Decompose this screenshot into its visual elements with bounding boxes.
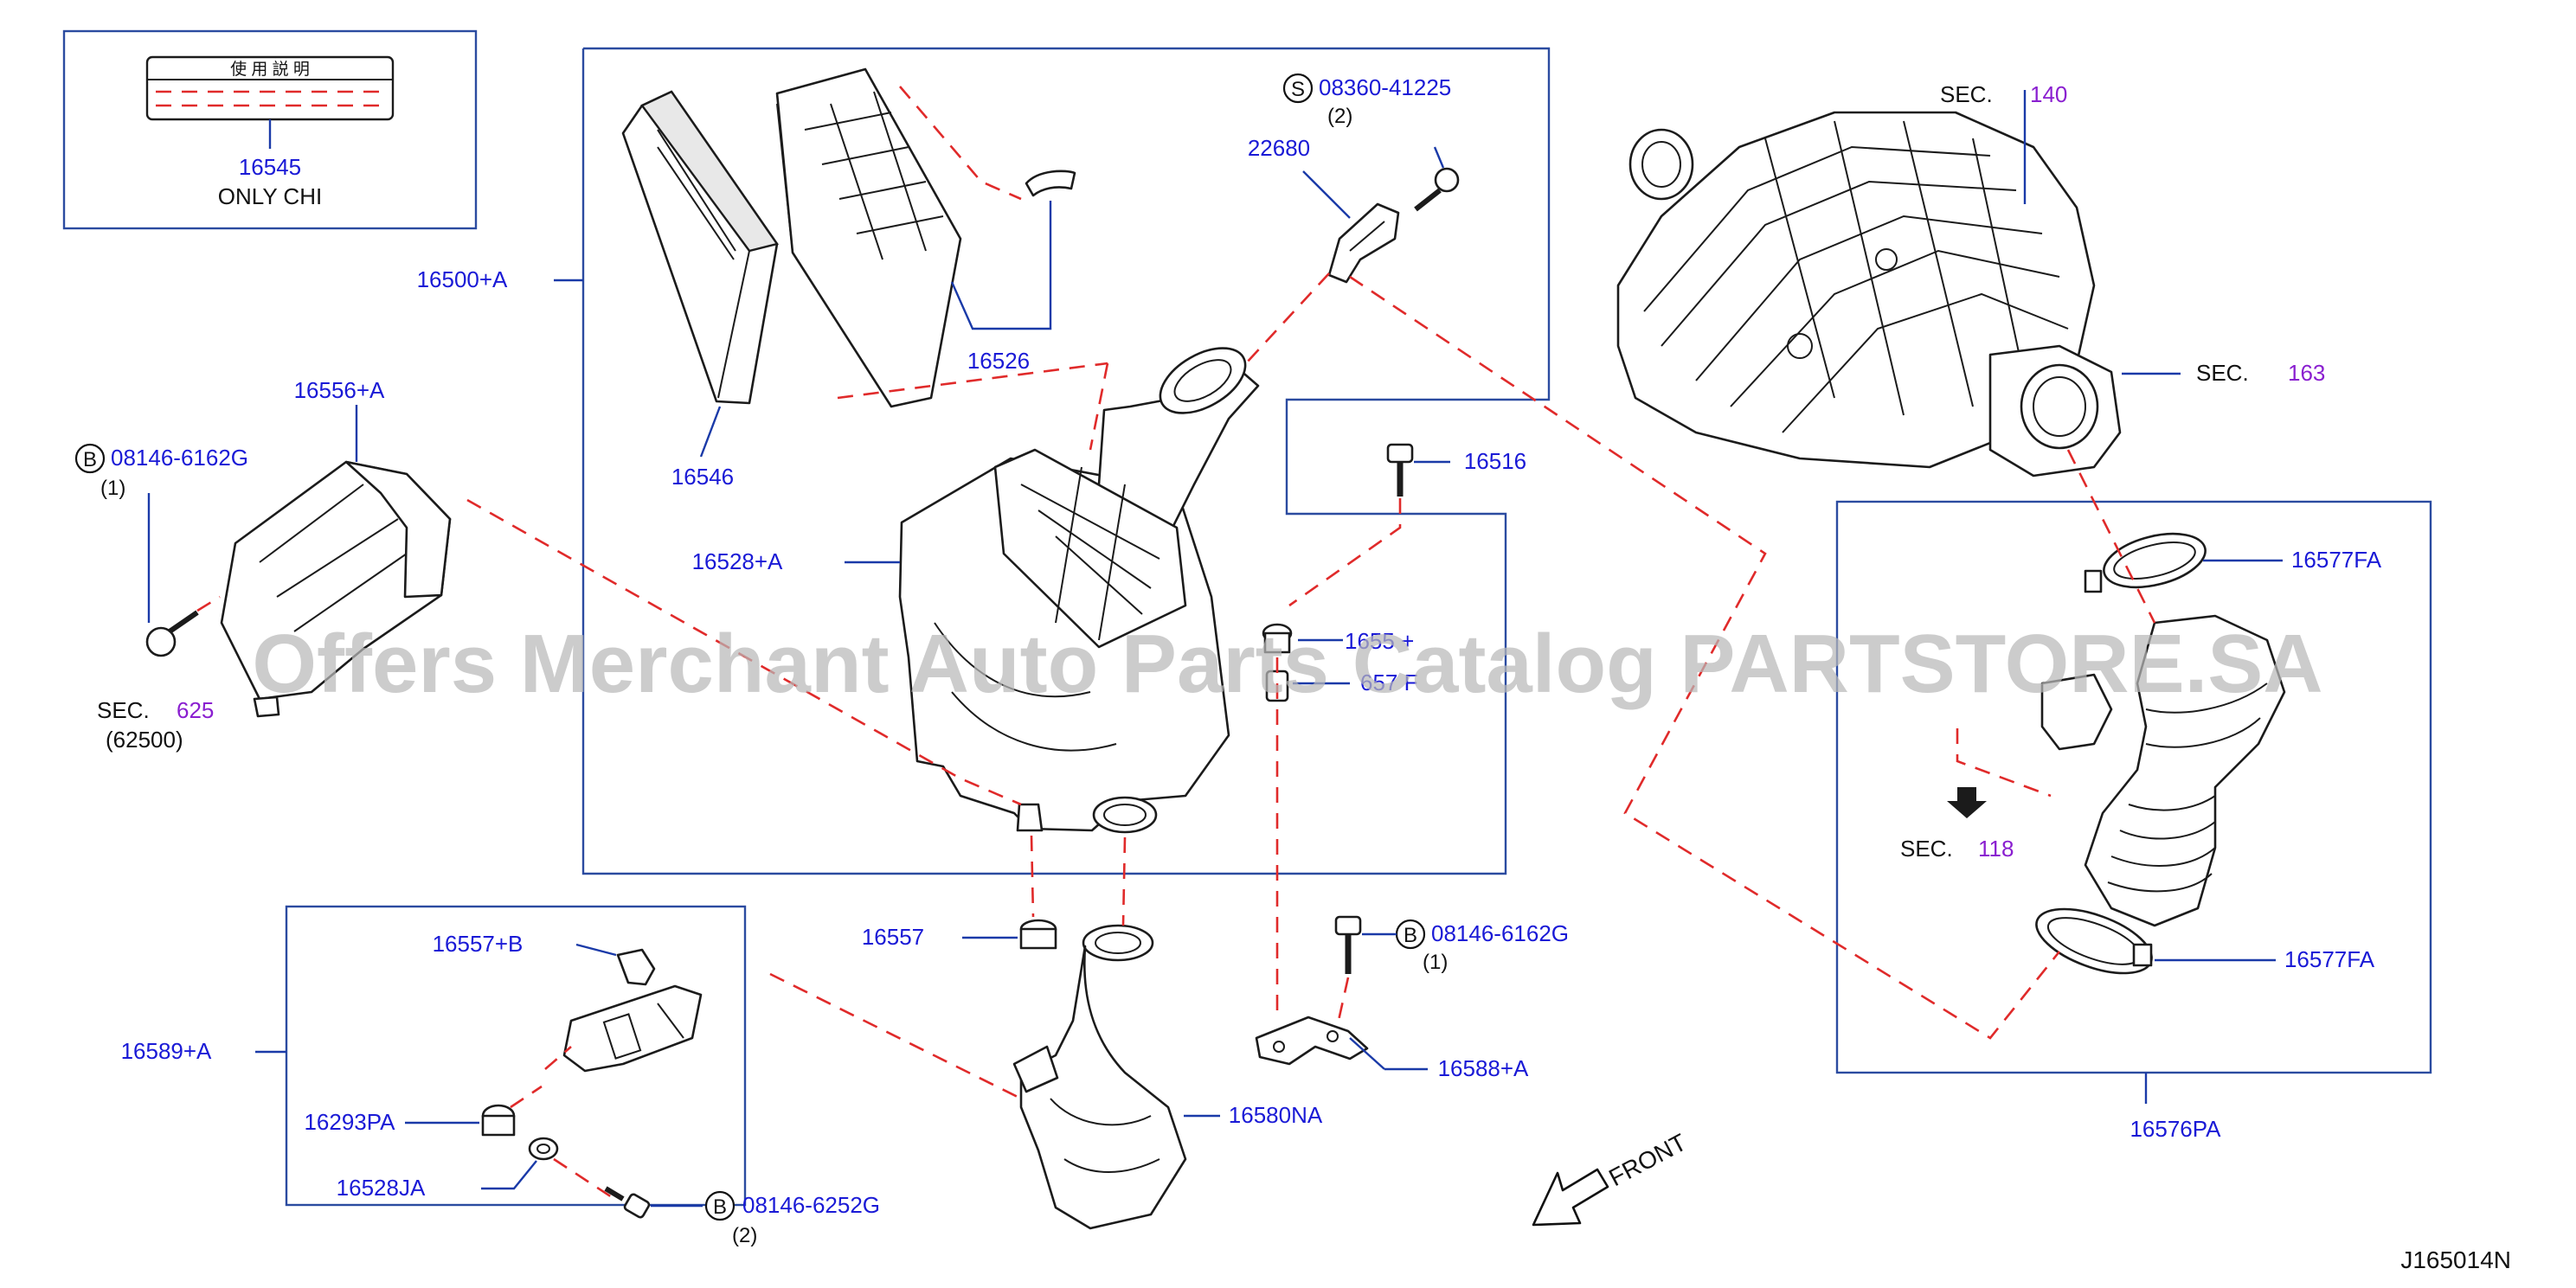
- part-16528ja-label[interactable]: 16528JA: [337, 1175, 426, 1201]
- section-163[interactable]: SEC. 163: [2196, 360, 2325, 386]
- label-card-header: 使 用 説 明: [230, 60, 310, 79]
- fastener-b-mid-qty: (1): [1423, 951, 1448, 974]
- fastener-s08360-qty: (2): [1327, 105, 1352, 128]
- front-label: FRONT: [1604, 1129, 1691, 1192]
- mounting-bracket[interactable]: [562, 984, 703, 1073]
- part-1655x-label[interactable]: 1655 +: [1345, 628, 1414, 654]
- hose-clip[interactable]: [1025, 170, 1076, 197]
- part-16528a-label[interactable]: 16528+A: [692, 548, 783, 574]
- collar-16528ja[interactable]: [528, 1137, 559, 1161]
- part-16516-label[interactable]: 16516: [1464, 448, 1526, 474]
- sec140-number: 140: [2030, 81, 2067, 107]
- leader-16557b: [575, 943, 617, 957]
- leader-16546: [699, 406, 722, 458]
- part-22680-label[interactable]: 22680: [1248, 135, 1310, 161]
- section-118[interactable]: SEC. 118: [1900, 787, 2014, 862]
- part-16577fa-label-b[interactable]: 16577FA: [2284, 946, 2375, 972]
- fastener-b-left[interactable]: B 08146-6162G (1): [74, 443, 248, 500]
- watermark-text: Offers Merchant Auto Parts Catalog PARTS…: [252, 618, 2322, 710]
- mass-air-flow-sensor[interactable]: [1327, 202, 1400, 284]
- hose-clamp-lower[interactable]: [2028, 896, 2160, 986]
- resonator[interactable]: [1012, 924, 1187, 1230]
- sec118-prefix: SEC.: [1900, 836, 1953, 862]
- fastener-b-low-symbol: B: [713, 1195, 727, 1219]
- bolt-bracket[interactable]: [1334, 915, 1362, 974]
- duct-kit-frame: [1835, 500, 2432, 1074]
- sec625-prefix: SEC.: [97, 697, 150, 723]
- throttle-body[interactable]: [1988, 344, 2122, 477]
- section-140[interactable]: SEC. 140: [1940, 81, 2067, 107]
- leader-16526: [950, 201, 1052, 330]
- part-16545-label[interactable]: 16545: [239, 154, 301, 180]
- leader-16528ja: [481, 1160, 537, 1190]
- part-16577fa-label-a[interactable]: 16577FA: [2291, 547, 2382, 573]
- fastener-b-mid-symbol: B: [1404, 924, 1417, 947]
- fastener-b-left-code: 08146-6162G: [111, 445, 248, 471]
- sec140-prefix: SEC.: [1940, 81, 1993, 107]
- fastener-s08360-code: 08360-41225: [1319, 74, 1451, 100]
- drawing-code: J165014N: [2400, 1246, 2511, 1273]
- grommet-16557b[interactable]: [616, 948, 656, 986]
- fastener-s08360-symbol: S: [1291, 78, 1305, 101]
- label-card-note: ONLY CHI: [218, 183, 322, 209]
- part-16588a-label[interactable]: 16588+A: [1438, 1055, 1529, 1081]
- fastener-b-left-symbol: B: [83, 448, 97, 471]
- fastener-b-mid[interactable]: B 08146-6162G (1): [1395, 919, 1569, 974]
- label-card-frame: [62, 29, 478, 230]
- fastener-b-left-qty: (1): [100, 477, 125, 500]
- bracket-16588[interactable]: [1255, 1016, 1369, 1066]
- sec163-prefix: SEC.: [2196, 360, 2249, 386]
- grommet-16293[interactable]: [481, 1104, 516, 1137]
- part-16293pa-label[interactable]: 16293PA: [304, 1109, 395, 1135]
- bracket-kit-frame: [285, 905, 747, 1207]
- grommet-16557[interactable]: [1019, 919, 1057, 950]
- sensor-screw[interactable]: [1414, 167, 1460, 212]
- air-duct-hose[interactable]: [2040, 614, 2286, 927]
- front-arrow: FRONT: [1532, 1129, 1691, 1227]
- part-16500a-label[interactable]: 16500+A: [417, 266, 508, 292]
- intake-manifold[interactable]: [1616, 111, 2096, 469]
- part-16526-label[interactable]: 16526: [967, 348, 1030, 374]
- bolt-bracket-kit[interactable]: [604, 1186, 651, 1219]
- grommet-upper[interactable]: [1262, 623, 1293, 654]
- inlet-duct[interactable]: [220, 460, 452, 718]
- section-625[interactable]: SEC. 625 (62500): [97, 697, 214, 753]
- label-card: 使 用 説 明 16545 ONLY CHI: [145, 55, 395, 209]
- part-16576pa-label[interactable]: 16576PA: [2130, 1116, 2221, 1142]
- fastener-b-mid-code: 08146-6162G: [1431, 920, 1569, 946]
- air-cleaner-frame: [581, 47, 1551, 875]
- part-1657x-label[interactable]: 657 F: [1360, 670, 1418, 695]
- fastener-b-low[interactable]: B 08146-6252G (2): [704, 1190, 880, 1247]
- part-16580na-label[interactable]: 16580NA: [1229, 1102, 1323, 1128]
- part-16589a-label[interactable]: 16589+A: [121, 1038, 212, 1064]
- assembly-lines: [196, 86, 2156, 1201]
- leader-16588a-a: [1349, 1037, 1385, 1070]
- fastener-s08360[interactable]: S 08360-41225 (2): [1282, 73, 1451, 128]
- sec118-number: 118: [1978, 836, 2014, 862]
- fastener-b-low-code: 08146-6252G: [742, 1192, 880, 1218]
- part-16556a-label[interactable]: 16556+A: [294, 377, 385, 403]
- part-16557-label[interactable]: 16557: [862, 924, 924, 950]
- part-16546-label[interactable]: 16546: [671, 464, 734, 490]
- sec625-number: 625: [177, 697, 214, 723]
- fastener-b-low-qty: (2): [732, 1224, 757, 1247]
- sec625-sub: (62500): [106, 727, 183, 753]
- bolt-16516[interactable]: [1386, 443, 1414, 497]
- leader-08360: [1433, 146, 1445, 169]
- air-filter-element[interactable]: [621, 90, 779, 405]
- air-cleaner-housing[interactable]: [898, 335, 1260, 834]
- sec163-number: 163: [2288, 360, 2325, 386]
- duct-bolt[interactable]: [145, 610, 199, 657]
- leader-22680: [1302, 170, 1351, 219]
- hose-clamp-upper[interactable]: [2084, 524, 2211, 596]
- part-16557b-label[interactable]: 16557+B: [433, 931, 524, 957]
- filter-grid-frame[interactable]: [775, 67, 962, 408]
